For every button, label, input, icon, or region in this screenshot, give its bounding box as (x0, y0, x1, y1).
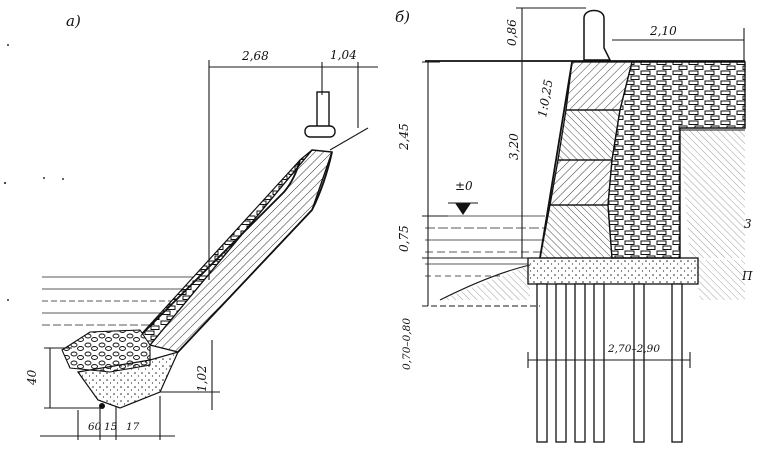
dim-water-depth: 0,75 (397, 225, 411, 252)
seabed (439, 264, 531, 301)
pile (671, 283, 683, 443)
dim-right-a (160, 340, 220, 410)
dim-top-b (612, 28, 745, 62)
panel-a-label: а) (66, 12, 81, 30)
dim-top-width-b: 2,10 (649, 24, 677, 38)
pile (593, 283, 605, 443)
dim-wall-upper: 2,45 (397, 123, 411, 151)
panel-b: б) (395, 7, 753, 443)
pile (555, 283, 567, 443)
wall-face (539, 61, 573, 259)
pile (574, 283, 586, 443)
toe-rubble (61, 329, 180, 409)
dim-left-height: 40 (25, 369, 39, 386)
panel-b-label: б) (395, 8, 410, 26)
pile (633, 283, 645, 443)
sloped-revetment (134, 149, 333, 353)
dim-top-offset: 2,68 (241, 49, 269, 63)
foundation-slab (527, 257, 699, 285)
water-level-label: ±0 (455, 179, 473, 193)
dim-slope: 1:0,25 (535, 78, 555, 118)
dim-top-a (208, 60, 378, 280)
dim-left-a (44, 347, 100, 409)
dim-right-height: 1,02 (195, 365, 209, 392)
dim-base-3: 17 (126, 421, 140, 433)
dim-base-1: 60 (88, 421, 102, 433)
dim-pile-span (527, 352, 691, 368)
dim-top-width: 1,04 (330, 48, 357, 62)
piles (536, 283, 683, 443)
cut-stone-facing (539, 61, 633, 259)
panel-a: а) (3, 12, 378, 440)
side-mark-2: Π (741, 269, 753, 283)
dim-footing-depth: 0,70–0,80 (401, 318, 413, 370)
pile (536, 283, 548, 443)
dim-pile-span-label: 2,70–2,90 (607, 343, 660, 355)
stray-marks-a (3, 44, 64, 301)
dim-base-2: 15 (104, 421, 118, 433)
dim-wall-total: 3,20 (507, 133, 521, 160)
dim-left-b (422, 7, 586, 307)
side-mark-1: 3 (744, 217, 752, 231)
dim-base-a (40, 396, 175, 440)
dim-bollard-height: 0,86 (505, 19, 519, 46)
water-lines-a (42, 276, 205, 326)
bollard-b (583, 9, 612, 61)
backfill-soil (680, 129, 745, 300)
bollard-a (304, 91, 336, 138)
water-level-marker (448, 202, 478, 215)
